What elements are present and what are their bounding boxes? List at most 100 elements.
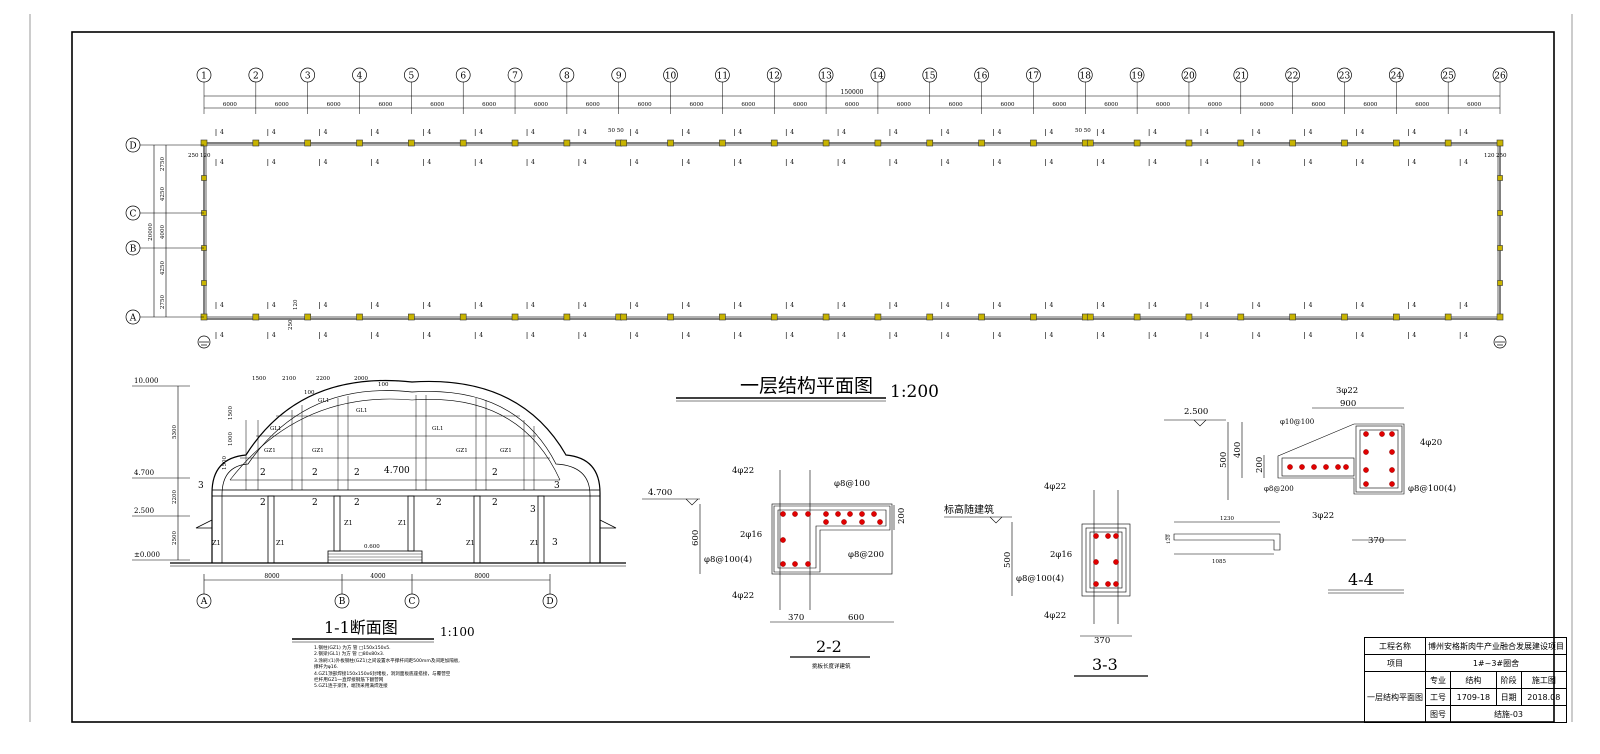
- rebar-dot: [1379, 431, 1385, 437]
- dim-text: 6000: [638, 102, 652, 108]
- dim-text: 500: [1003, 552, 1013, 568]
- note-text: 50 50: [1075, 128, 1091, 134]
- axis-bubble: [1181, 67, 1197, 83]
- marker-text: 4: [635, 129, 639, 136]
- marker-text: 4: [842, 302, 846, 309]
- steel-column: [1086, 313, 1094, 321]
- column-label: Z1: [466, 539, 475, 547]
- axis-bubble-b: B: [339, 597, 346, 607]
- steel-column: [1237, 313, 1245, 321]
- detail-title: 2-2: [816, 637, 842, 656]
- dim-text: 370: [1094, 636, 1110, 646]
- dim-text: 6000: [1052, 102, 1066, 108]
- steel-column: [926, 313, 934, 321]
- steel-column: [667, 139, 674, 147]
- rebar-dot: [792, 561, 798, 567]
- rebar-dot: [871, 511, 877, 517]
- marker-text: 4: [1049, 302, 1053, 309]
- member-label: GL1: [432, 426, 444, 432]
- axis-number: 25: [1442, 72, 1454, 82]
- axis-bubble: [1337, 67, 1352, 83]
- marker-text: 4: [635, 302, 639, 309]
- marker-text: 4: [220, 159, 224, 166]
- steel-column: [1496, 313, 1504, 321]
- axis-bubble: [248, 67, 264, 83]
- rebar-dot: [1311, 464, 1317, 470]
- rebar-label: 2φ16: [740, 530, 762, 540]
- marker-text: 4: [738, 302, 742, 309]
- dim-text: 6000: [741, 102, 755, 108]
- steel-column: [822, 139, 830, 147]
- marker-text: 4: [531, 302, 535, 309]
- rebar-label: 3φ22: [1336, 386, 1358, 396]
- dim-text: 2500: [172, 531, 178, 545]
- steel-column: [926, 139, 934, 147]
- marker-text: 4: [272, 332, 276, 339]
- rebar-dot: [859, 511, 865, 517]
- marker-text: 4: [946, 129, 950, 136]
- rebar-label: φ8@200: [1264, 485, 1294, 493]
- axis-number: 12: [769, 72, 780, 82]
- axis-number: 17: [1028, 72, 1040, 82]
- dim-text: 2200: [172, 490, 178, 504]
- note-line: 3.涂刷:(1)外板钢柱(GZ1)之间设置水平撑杆间距500mm及间距加隔板,: [314, 658, 460, 664]
- marker-text: 4: [998, 302, 1002, 309]
- axis-bubble: [766, 67, 782, 83]
- axis-number: 10: [665, 72, 677, 82]
- steel-column: [1341, 313, 1348, 321]
- marker-text: 4: [479, 332, 483, 339]
- steel-column: [770, 139, 778, 147]
- rebar-dot: [780, 561, 786, 567]
- rebar-dot: [1093, 559, 1099, 565]
- date-label: 日期: [1495, 688, 1522, 706]
- marker-text: 4: [376, 332, 380, 339]
- member-label: GZ1: [312, 448, 324, 454]
- title-block: 工程名称 博州安格斯肉牛产业融合发展建设项目 项目 1#~3#圈舍 一层结构平面…: [1364, 637, 1568, 723]
- marker-text: 4: [1153, 129, 1157, 136]
- note-text: 120: [1484, 153, 1495, 159]
- col-mark: 2: [260, 468, 266, 478]
- marker-text: 4: [790, 129, 794, 136]
- marker-text: 4: [1464, 129, 1468, 136]
- marker-text: 4: [1257, 159, 1261, 166]
- axis-bubble: [196, 67, 212, 83]
- rebar-dot: [1389, 467, 1395, 473]
- col-mark: 2: [492, 468, 498, 478]
- dim-text: 8000: [474, 573, 489, 580]
- axis-number: 21: [1235, 72, 1246, 82]
- steel-column: [1497, 210, 1503, 216]
- marker-text: 4: [531, 129, 535, 136]
- note-line: 栏杆用GZ1一直焊接钢筋下翻营网: [314, 678, 384, 684]
- axis-bubble: [974, 67, 989, 83]
- steel-column: [822, 313, 830, 321]
- rebar-dot: [1343, 464, 1349, 470]
- dim-text: 120: [1166, 534, 1172, 544]
- rebar-dot: [841, 519, 847, 525]
- drawing-name: 一层结构平面图: [1364, 671, 1426, 723]
- marker-text: 4: [376, 302, 380, 309]
- marker-text: 4: [687, 129, 691, 136]
- marker-text: 4: [1464, 332, 1468, 339]
- steel-column: [1444, 313, 1452, 321]
- marker-text: 4: [842, 332, 846, 339]
- member-label: 100: [378, 382, 389, 388]
- dim-text: 2750: [160, 294, 166, 309]
- axis-number: 3: [305, 72, 311, 82]
- slope-mark: 3: [530, 505, 536, 515]
- axis-bubble: [611, 67, 627, 83]
- dim-text: 200: [1255, 457, 1265, 473]
- marker-text: 4: [1101, 332, 1105, 339]
- marker-text: 4: [1101, 302, 1105, 309]
- axis-bubble: [455, 67, 471, 83]
- dim-text: 1500: [222, 456, 228, 470]
- axis-number: 23: [1339, 72, 1351, 82]
- marker-text: 4: [1309, 332, 1313, 339]
- floor-level: 0.600: [364, 544, 380, 550]
- note-text: 250: [288, 319, 294, 330]
- rebar-dot: [835, 511, 841, 517]
- rebar-dot: [1093, 581, 1099, 587]
- steel-column: [1341, 139, 1348, 147]
- rebar-dot: [1363, 449, 1369, 455]
- marker-text: 4: [1205, 302, 1209, 309]
